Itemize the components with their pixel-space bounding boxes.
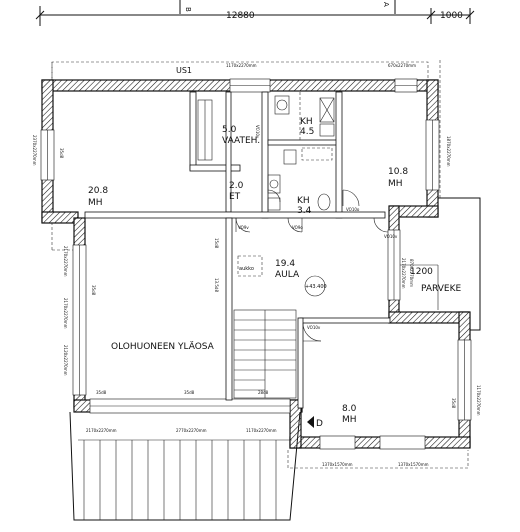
- window-code: 870x2270mm: [409, 259, 414, 287]
- door-codes: VO10v VO9v VO9o VO10o VO10v VO10v: [238, 125, 398, 330]
- room-area: 5.0: [222, 125, 237, 135]
- size-mark: 35d8: [96, 390, 107, 395]
- room-labels: 20.8 MH 5.0 VAATEH. 2.0 ET KH 3.4 KH 4.5…: [88, 117, 408, 425]
- room-area: 20.8: [88, 186, 108, 196]
- room-area: 4.5: [300, 127, 314, 137]
- room-area: 10.8: [388, 167, 408, 177]
- window-code: 670x2270mm: [388, 63, 416, 68]
- balcony-label: PARVEKE: [421, 284, 462, 294]
- balcony-dimension: 1200: [410, 267, 433, 277]
- size-mark: 15d8: [214, 238, 219, 249]
- stairs: [233, 309, 297, 399]
- door-code: VO10v: [307, 325, 321, 330]
- shaft-outline: [237, 255, 263, 277]
- room-name: ET: [229, 192, 241, 202]
- level-label: +43.400: [305, 284, 327, 290]
- bottom-outline: [287, 450, 469, 469]
- lower-roof: [69, 411, 301, 521]
- living-room-label: OLOHUONEEN YLÄOSA: [111, 341, 215, 352]
- interior-walls: [84, 91, 391, 409]
- room-area: 19.4: [275, 259, 295, 269]
- door-code: VO10v: [384, 234, 398, 239]
- window-code: 2770x2270mm: [176, 428, 207, 433]
- door-code: VO10o: [346, 207, 360, 212]
- room-name: AULA: [275, 270, 300, 280]
- dimension-total: 12880: [226, 11, 255, 21]
- marker-b: B: [184, 7, 192, 12]
- window-code: 2370x2270mm: [32, 135, 37, 166]
- window-code: 1370x1570mm: [322, 462, 353, 467]
- size-mark: 35d8: [59, 148, 64, 159]
- window-code: 2170x2270mm: [63, 298, 68, 329]
- closet-shelves: [197, 99, 213, 161]
- window-code: 2170x2270mm: [86, 428, 117, 433]
- small-marks: 35d8 35d8 35d8 28d8 13.5d8 15d8 35d8 35d…: [59, 148, 456, 409]
- bathroom-fixtures: [274, 92, 335, 165]
- door-code: VO9v: [238, 225, 249, 230]
- room-name: MH: [88, 198, 103, 208]
- roof-label: US1: [176, 66, 192, 75]
- marker-a: A: [382, 2, 390, 7]
- window-code: 1170x2270mm: [226, 63, 257, 68]
- window-code: 1170x2270mm: [246, 428, 277, 433]
- shaft-label: aukko: [239, 266, 254, 272]
- size-mark: 35d8: [184, 390, 195, 395]
- dimension-extra: 1000: [440, 11, 463, 21]
- room-area: 8.0: [342, 404, 357, 414]
- size-mark: 28d8: [258, 390, 269, 395]
- stair-direction-arrow: [307, 416, 314, 428]
- window-code: 2170x2270mm: [63, 246, 68, 277]
- window-openings: [40, 78, 472, 450]
- room-name: KH: [300, 117, 313, 127]
- room-name: MH: [342, 415, 357, 425]
- other-labels: OLOHUONEEN YLÄOSA PARVEKE 1200 +43.400 a…: [111, 266, 462, 429]
- wc-fixtures: [267, 147, 333, 211]
- window-codes: 1170x2270mm 670x2270mm 2370x2270mm 1870x…: [32, 63, 481, 467]
- window-code: 2120x2270mm: [63, 345, 68, 376]
- door-code: VO9o: [292, 225, 303, 230]
- room-name: KH: [297, 196, 310, 206]
- room-area: 2.0: [229, 181, 244, 191]
- window-code: 1870x2270mm: [446, 136, 451, 167]
- door-swings: [235, 189, 389, 342]
- top-dimension: B A 12880 1000: [35, 0, 475, 26]
- room-name: MH: [388, 179, 403, 189]
- window-code: 2170x2270mm: [401, 258, 406, 289]
- balcony: [400, 197, 481, 331]
- size-mark: 35d8: [451, 398, 456, 409]
- window-code: 1370x1570mm: [398, 462, 429, 467]
- room-area: 3.4: [297, 206, 312, 216]
- size-mark: 13.5d8: [214, 278, 219, 292]
- level-marker: [304, 275, 326, 297]
- stair-mark: D: [316, 419, 323, 429]
- size-mark: 35d8: [91, 285, 96, 296]
- window-code: 1170x2270mm: [476, 385, 481, 416]
- room-name: VAATEH.: [222, 136, 260, 146]
- door-code: VO10v: [255, 125, 260, 139]
